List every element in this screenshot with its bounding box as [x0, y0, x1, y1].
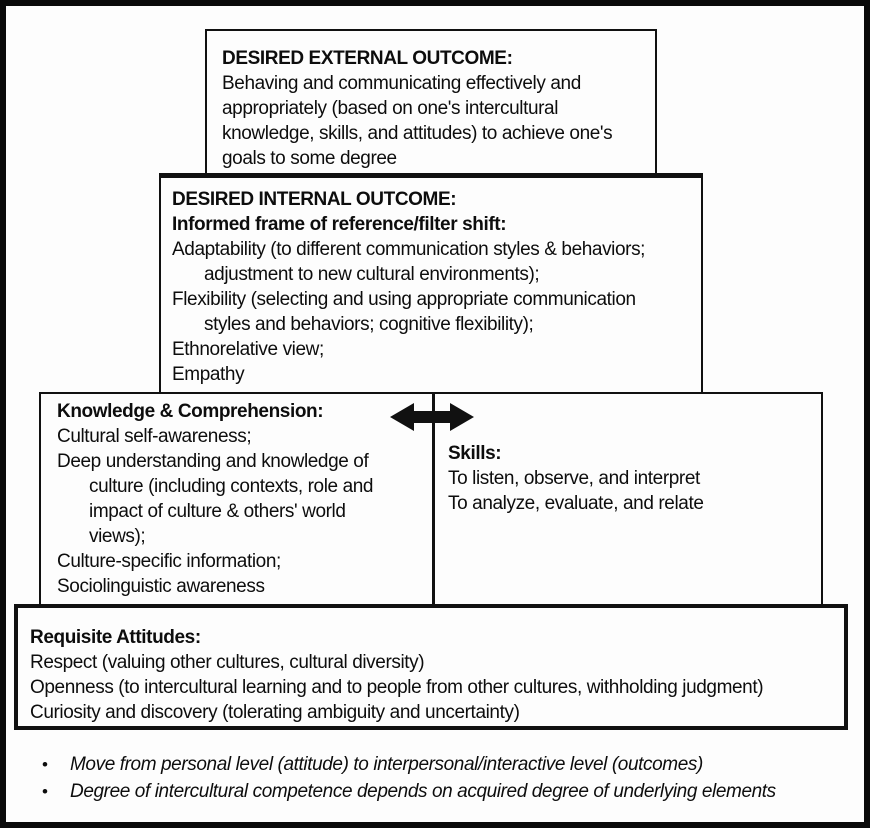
knowledge-comprehension-section: Knowledge & Comprehension: Cultural self… — [41, 394, 431, 605]
requisite-attitudes-box: Requisite Attitudes: Respect (valuing ot… — [14, 604, 848, 730]
knowledge-line: Cultural self-awareness; — [57, 426, 252, 447]
footnote-text: Move from personal level (attitude) to i… — [70, 754, 703, 775]
bidirectional-arrow-icon — [390, 403, 474, 431]
skills-line: To analyze, evaluate, and relate — [448, 493, 704, 514]
knowledge-line: impact of culture & others' world — [89, 501, 346, 522]
external-outcome-line: knowledge, skills, and attitudes) to ach… — [222, 123, 613, 144]
knowledge-line: Sociolinguistic awareness — [57, 576, 265, 597]
internal-outcome-line: Flexibility (selecting and using appropr… — [172, 289, 636, 310]
internal-outcome-line: styles and behaviors; cognitive flexibil… — [204, 314, 534, 335]
knowledge-line: culture (including contexts, role and — [89, 476, 374, 497]
internal-outcome-line: adjustment to new cultural environments)… — [204, 264, 540, 285]
section-divider-line — [432, 394, 435, 605]
skills-line: To listen, observe, and interpret — [448, 468, 700, 489]
skills-title: Skills: — [448, 443, 502, 464]
footnotes: • Move from personal level (attitude) to… — [42, 751, 854, 805]
knowledge-line: Deep understanding and knowledge of — [57, 451, 369, 472]
desired-internal-outcome-box: DESIRED INTERNAL OUTCOME: Informed frame… — [159, 173, 703, 395]
external-outcome-line: appropriately (based on one's intercultu… — [222, 98, 559, 119]
skills-section: Skills: To listen, observe, and interpre… — [435, 394, 821, 605]
footnote-item: • Degree of intercultural competence dep… — [42, 778, 854, 805]
attitudes-line: Curiosity and discovery (tolerating ambi… — [30, 702, 520, 723]
footnote-item: • Move from personal level (attitude) to… — [42, 751, 854, 778]
attitudes-line: Respect (valuing other cultures, cultura… — [30, 652, 425, 673]
footnote-text: Degree of intercultural competence depen… — [70, 781, 776, 802]
external-outcome-line: Behaving and communicating effectively a… — [222, 73, 581, 94]
bullet-icon: • — [42, 755, 48, 774]
internal-outcome-line: Adaptability (to different communication… — [172, 239, 646, 260]
knowledge-line: views); — [89, 526, 146, 547]
external-outcome-title: DESIRED EXTERNAL OUTCOME: — [222, 48, 513, 69]
internal-outcome-subtitle: Informed frame of reference/filter shift… — [172, 214, 507, 235]
bullet-icon: • — [42, 782, 48, 801]
internal-outcome-line: Empathy — [172, 364, 245, 385]
external-outcome-line: goals to some degree — [222, 148, 397, 169]
desired-external-outcome-box: DESIRED EXTERNAL OUTCOME: Behaving and c… — [205, 29, 657, 178]
internal-outcome-title: DESIRED INTERNAL OUTCOME: — [172, 189, 457, 210]
attitudes-title: Requisite Attitudes: — [30, 627, 201, 648]
internal-outcome-line: Ethnorelative view; — [172, 339, 324, 360]
knowledge-title: Knowledge & Comprehension: — [57, 401, 324, 422]
knowledge-line: Culture-specific information; — [57, 551, 281, 572]
attitudes-line: Openness (to intercultural learning and … — [30, 677, 764, 698]
knowledge-and-skills-box: Knowledge & Comprehension: Cultural self… — [39, 392, 823, 607]
